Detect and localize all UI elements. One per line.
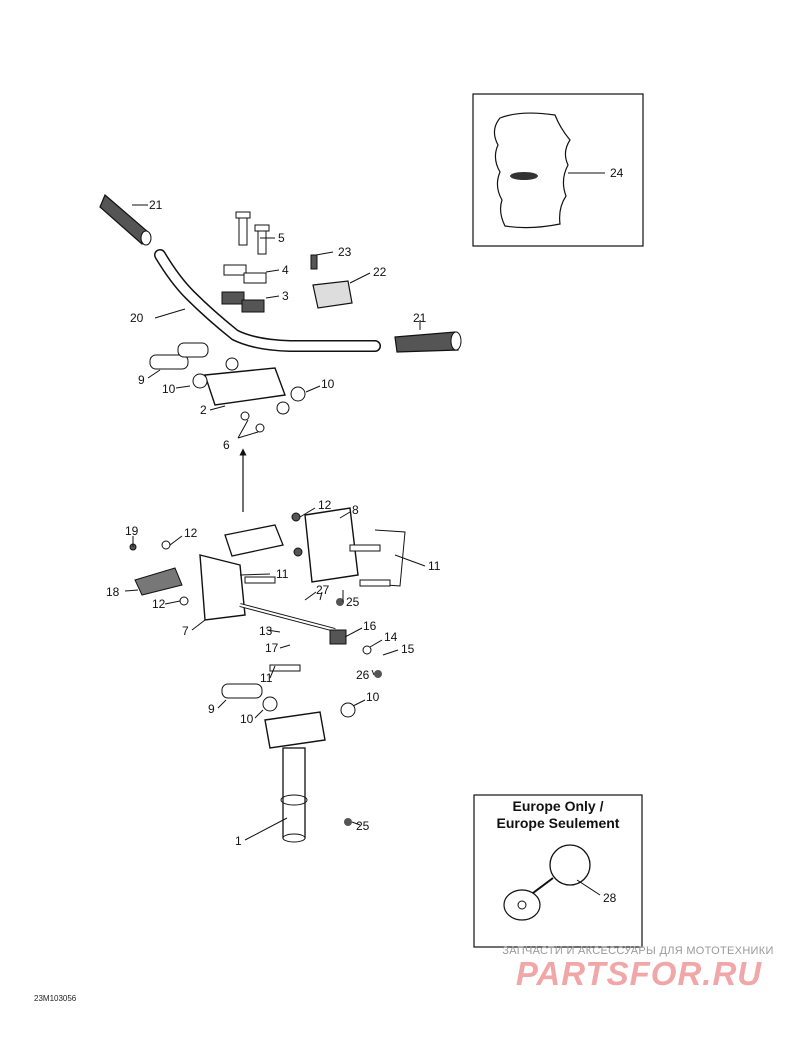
grip-right <box>394 331 459 353</box>
callout-25-mid: 25 <box>346 595 360 609</box>
callout-23: 23 <box>338 245 352 259</box>
callout-28: 28 <box>603 891 617 905</box>
bracket-8 <box>304 507 359 583</box>
callout-14: 14 <box>384 630 398 644</box>
part-22 <box>312 280 353 309</box>
callout-10-bottom-left: 10 <box>240 712 254 726</box>
callout-10-bottom-right: 10 <box>366 690 380 704</box>
inset-handlebar-pad: 24 <box>472 93 644 247</box>
callout-8: 8 <box>352 503 359 517</box>
callout-6: 6 <box>223 438 230 452</box>
callout-16: 16 <box>363 619 377 633</box>
callout-5: 5 <box>278 231 285 245</box>
grip-left <box>99 194 149 245</box>
callout-21-left: 21 <box>149 198 163 212</box>
lever-18 <box>134 567 183 596</box>
callout-22: 22 <box>373 265 387 279</box>
callout-2: 2 <box>200 403 207 417</box>
callout-7: 7 <box>182 624 189 638</box>
callout-27: 27 <box>316 583 330 597</box>
inset-europe-title-line2: Europe Seulement <box>496 815 620 831</box>
riser-bracket-assembly <box>129 507 406 678</box>
callout-12-bottom: 12 <box>152 597 166 611</box>
callout-18: 18 <box>106 585 120 599</box>
callout-11-mid: 11 <box>276 567 289 581</box>
callout-10-top-left: 10 <box>162 382 176 396</box>
callout-19: 19 <box>125 524 139 538</box>
callout-20: 20 <box>130 311 144 325</box>
inset-europe: 28 <box>473 794 643 948</box>
inset-europe-title: Europe Only / Europe Seulement <box>474 798 642 832</box>
callout-3: 3 <box>282 289 289 303</box>
handlebar-assembly <box>99 194 462 439</box>
callout-24: 24 <box>610 166 624 180</box>
callout-15: 15 <box>401 642 415 656</box>
steering-column <box>221 683 356 843</box>
callout-17: 17 <box>265 641 279 655</box>
callout-21-right: 21 <box>413 311 427 325</box>
bracket-7 <box>199 554 246 621</box>
callout-13: 13 <box>259 624 273 638</box>
callout-10-top-right: 10 <box>321 377 335 391</box>
callout-9-bottom: 9 <box>208 702 215 716</box>
callout-12-top: 12 <box>318 498 332 512</box>
callout-11-right: 11 <box>428 559 441 573</box>
callout-1: 1 <box>235 834 242 848</box>
callout-9-top: 9 <box>138 373 145 387</box>
callouts: 21 5 4 3 23 22 20 21 9 10 10 2 6 12 8 11… <box>106 198 441 848</box>
handlebar-pad-part <box>493 112 571 229</box>
callout-26: 26 <box>356 668 370 682</box>
callout-11-bottom: 11 <box>260 671 273 685</box>
bell-28 <box>549 844 591 886</box>
callout-4: 4 <box>282 263 289 277</box>
brand-logo-mark <box>510 172 538 180</box>
callout-25-bottom: 25 <box>356 819 370 833</box>
drawing-code: 23M103056 <box>34 994 77 1003</box>
inset-europe-title-line1: Europe Only / <box>512 798 604 814</box>
callout-12-left: 12 <box>184 526 198 540</box>
watermark-logo: PARTSFOR.RU <box>515 955 763 992</box>
watermark-subtitle: ЗАПЧАСТИ И АКСЕССУАРЫ ДЛЯ МОТОТЕХНИКИ <box>502 945 774 957</box>
